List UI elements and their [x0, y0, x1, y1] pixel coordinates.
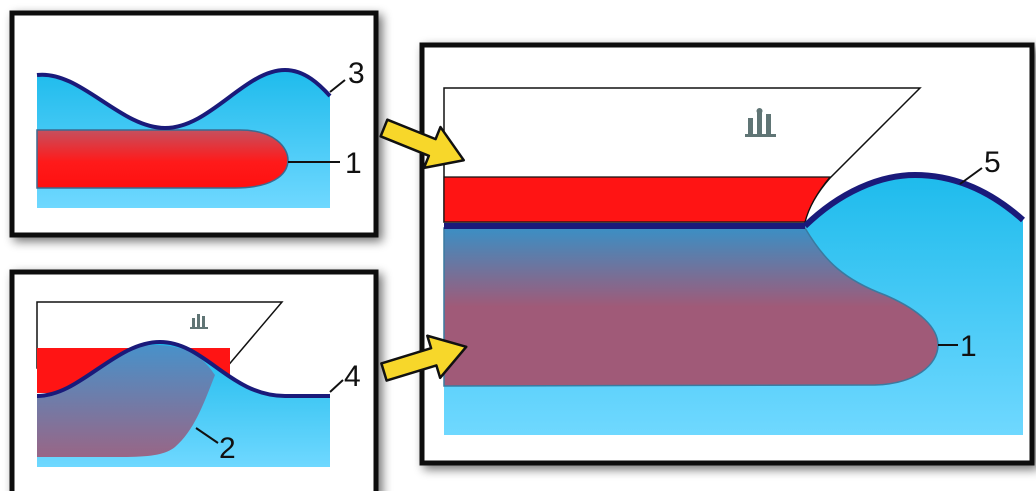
wave-line — [802, 171, 1025, 229]
bulb-shape — [36, 129, 289, 189]
leader-line — [329, 379, 344, 393]
leader-line — [329, 79, 346, 93]
label-1: 1 — [960, 330, 977, 363]
ship-superstructure-icon — [745, 108, 776, 137]
label-1: 1 — [345, 147, 362, 180]
wave-line — [36, 67, 332, 131]
label-4: 4 — [344, 360, 361, 393]
yellow-arrow-icon — [380, 334, 468, 382]
hull-red-band — [443, 176, 832, 223]
panel-right: 5 1 — [419, 42, 1035, 466]
label-3: 3 — [348, 57, 365, 90]
yellow-arrow-icon — [379, 118, 465, 170]
panel-bottom-left: 4 2 — [9, 269, 379, 491]
ship-superstructure-icon — [190, 314, 208, 329]
bulb-shape — [37, 345, 215, 457]
label-2: 2 — [219, 432, 236, 465]
leader-line — [959, 167, 983, 185]
wave-line — [36, 339, 330, 398]
label-5: 5 — [984, 146, 1001, 179]
leader-line — [195, 427, 219, 444]
bulb-shape — [443, 227, 939, 387]
panel-top-left: 3 1 — [9, 10, 379, 238]
